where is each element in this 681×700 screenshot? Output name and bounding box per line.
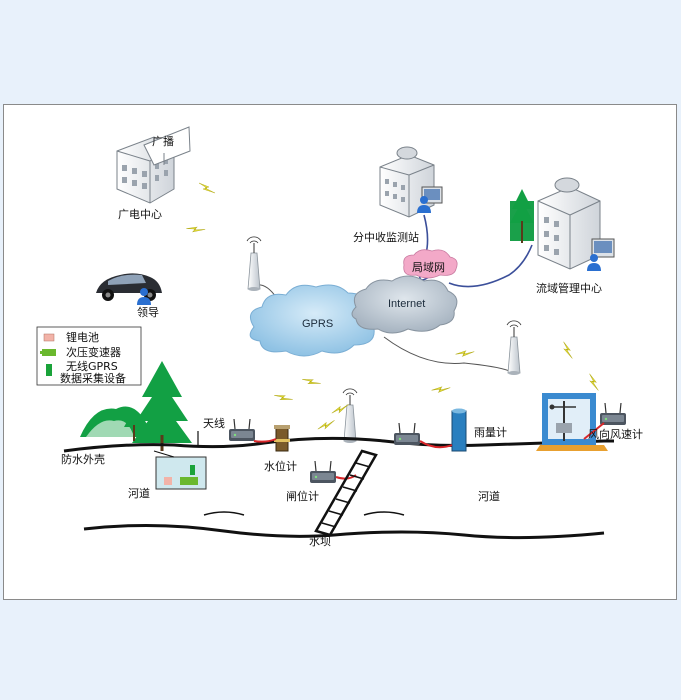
link-lan-to-basin [448, 244, 533, 288]
basin-center-label: 流域管理中心 [536, 281, 602, 295]
signal-broadcast-1 [198, 182, 216, 194]
internet-cloud: Internet [351, 275, 458, 334]
rain-gauge-modem [393, 422, 421, 446]
wind-meter-label: 风向风速计 [588, 427, 643, 441]
river-wave-1 [203, 511, 245, 516]
network-diagram: 广播 广电中心 领导 分中收监测站 局域网 [36, 126, 643, 548]
legend-item-converter: 次压变速器 [66, 345, 121, 359]
water-level-modem [228, 418, 256, 442]
lan-label: 局域网 [412, 261, 445, 274]
signal-center-2 [274, 389, 294, 406]
water-level-cable [253, 438, 277, 443]
legend: 锂电池 次压变速器 无线GPRS 数据采集设备 [36, 326, 142, 386]
link-gprs-to-tower-right [383, 336, 515, 374]
broadcast-center-label: 广电中心 [118, 208, 162, 221]
network-diagram-frame: 广播 广电中心 领导 分中收监测站 局域网 [3, 104, 677, 600]
water-level-label: 水位计 [264, 459, 297, 473]
waterproof-case [153, 450, 207, 490]
river-right-label: 河道 [478, 489, 500, 503]
legend-gprs-swatch [46, 364, 52, 376]
legend-item-collector: 数据采集设备 [60, 371, 126, 385]
gprs-label: GPRS [302, 318, 333, 330]
waterproof-case-label: 防水外壳 [61, 452, 105, 466]
antenna-label: 天线 [203, 416, 225, 430]
branch-station-label: 分中收监测站 [353, 230, 419, 244]
river-bank-top [63, 436, 614, 453]
signal-right-1 [455, 343, 475, 363]
river-bank-bottom [83, 523, 605, 540]
signal-broadcast-2 [186, 220, 206, 238]
leader-car [96, 273, 162, 305]
signal-center-4 [317, 415, 335, 435]
signal-right-3 [558, 341, 578, 359]
gprs-tower-right [506, 320, 522, 376]
rain-gauge-label: 雨量计 [474, 426, 507, 439]
river-left-label: 河道 [128, 486, 150, 500]
signal-right-4 [584, 373, 604, 391]
wind-meter-modem [599, 402, 627, 426]
gprs-cloud: GPRS [249, 284, 380, 357]
signal-right-2 [431, 379, 451, 399]
gprs-tower-center [342, 388, 358, 444]
gprs-tower-top-left [246, 236, 262, 292]
legend-item-gprs: 无线GPRS [66, 359, 118, 373]
internet-label: Internet [388, 298, 425, 310]
gate-position-modem [309, 460, 337, 484]
trees-left [80, 361, 192, 451]
broadcast-center-building: 广播 [116, 126, 191, 204]
dam-label: 水坝 [309, 534, 331, 548]
legend-item-battery: 锂电池 [66, 330, 99, 344]
rain-gauge-cable [419, 440, 453, 449]
rain-gauge [451, 408, 467, 452]
wind-meter-cable [583, 422, 605, 440]
lan-cloud: 局域网 [403, 249, 458, 279]
gate-position-label: 闸位计 [286, 489, 319, 503]
signal-center-1 [302, 373, 322, 390]
branch-station-building [379, 146, 443, 218]
dam [314, 449, 378, 537]
legend-battery-swatch [43, 333, 55, 342]
broadcast-sign: 广播 [152, 134, 174, 148]
basin-center-building [510, 177, 615, 271]
legend-converter-swatch [42, 349, 56, 356]
water-level-meter [274, 425, 290, 452]
leader-label: 领导 [137, 306, 159, 319]
river-wave-2 [363, 511, 405, 516]
